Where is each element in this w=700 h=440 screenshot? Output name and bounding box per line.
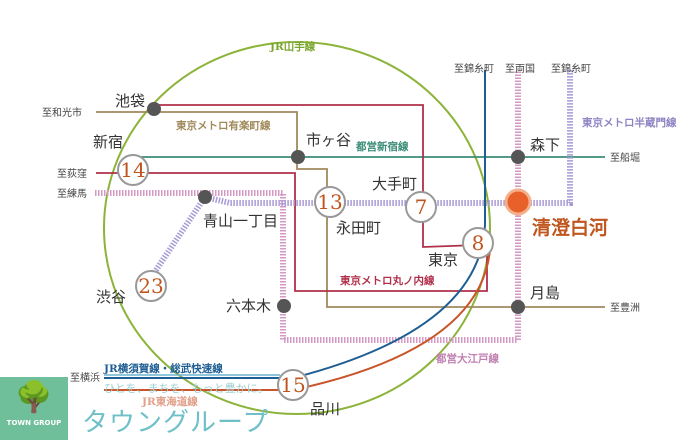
station-tsukishima: 月島 <box>530 284 560 302</box>
label-hanzomon: 東京メトロ半蔵門線 <box>582 116 677 129</box>
label-shinjuku: 都営新宿線 <box>355 140 409 153</box>
station-roppongi: 六本木 <box>226 297 271 315</box>
station-tokyo: 東京 <box>428 251 458 269</box>
label-oedo: 都営大江戸線 <box>435 352 499 365</box>
minutes-nagatacho: 13 <box>317 190 342 214</box>
direction-ogikubo: 至荻窪 <box>57 167 87 180</box>
marunouchi-line-south <box>96 172 488 292</box>
station-ikebukuro: 池袋 <box>115 92 145 110</box>
minutes-otemachi: 7 <box>415 195 428 219</box>
yamanote-line <box>103 41 491 415</box>
label-marunouchi: 東京メトロ丸ノ内線 <box>340 274 435 287</box>
brand-tagline: ひとを、まちを、もっと豊かに。 <box>104 382 269 395</box>
direction-kinshicho-1: 至錦糸町 <box>454 62 494 75</box>
direction-wakoshi: 至和光市 <box>42 106 82 119</box>
station-shinagawa: 品川 <box>310 400 340 418</box>
logo-text: TOWN GROUP <box>6 419 62 427</box>
target-station-kiyosumi[interactable] <box>504 188 532 216</box>
station-kiyosumi: 清澄白河 <box>532 216 608 239</box>
tokaido-line <box>104 249 491 391</box>
station-dot-ikebukuro[interactable] <box>147 102 161 116</box>
oedo-line <box>95 70 521 343</box>
direction-yokohama: 至横浜 <box>70 371 100 384</box>
minutes-shibuya: 23 <box>138 274 163 298</box>
yurakucho-line <box>96 111 605 308</box>
direction-ryogoku: 至両国 <box>505 63 535 75</box>
label-yamanote: JR山手線 <box>269 40 316 53</box>
hanzomon-line <box>143 70 573 287</box>
station-ichigaya: 市ヶ谷 <box>306 131 351 149</box>
direction-funabori: 至船堀 <box>610 151 640 164</box>
direction-toyosu: 至豊洲 <box>610 301 640 314</box>
minute-circles <box>117 154 494 401</box>
station-dot-tsukishima[interactable] <box>511 300 525 314</box>
station-dot-morishita[interactable] <box>511 150 525 164</box>
tree-icon: 🌳 <box>15 380 53 415</box>
direction-kinshicho-2: 至錦糸町 <box>551 62 591 75</box>
minutes-shinagawa: 15 <box>280 373 305 397</box>
minutes-shinjuku: 14 <box>120 158 145 182</box>
direction-nerima: 至練馬 <box>57 187 87 200</box>
town-group-logo: 🌳 TOWN GROUP <box>0 377 68 440</box>
station-shinjuku: 新宿 <box>93 133 123 151</box>
marunouchi-line <box>154 104 479 248</box>
station-otemachi: 大手町 <box>372 175 417 193</box>
minutes-tokyo: 8 <box>472 231 485 255</box>
label-yokosuka: JR横須賀線・総武快速線 <box>103 362 223 375</box>
station-dot-aoyama[interactable] <box>198 190 212 204</box>
station-morishita: 森下 <box>530 136 560 154</box>
station-dot-roppongi[interactable] <box>277 299 291 313</box>
station-aoyama: 青山一丁目 <box>203 212 278 230</box>
label-tokaido: JR東海道線 <box>141 395 198 408</box>
station-dot-ichigaya[interactable] <box>291 150 305 164</box>
brand-name: タウングループ <box>82 408 270 438</box>
station-nagatacho: 永田町 <box>336 219 381 237</box>
label-yurakucho: 東京メトロ有楽町線 <box>176 119 271 132</box>
station-shibuya: 渋谷 <box>96 288 126 306</box>
